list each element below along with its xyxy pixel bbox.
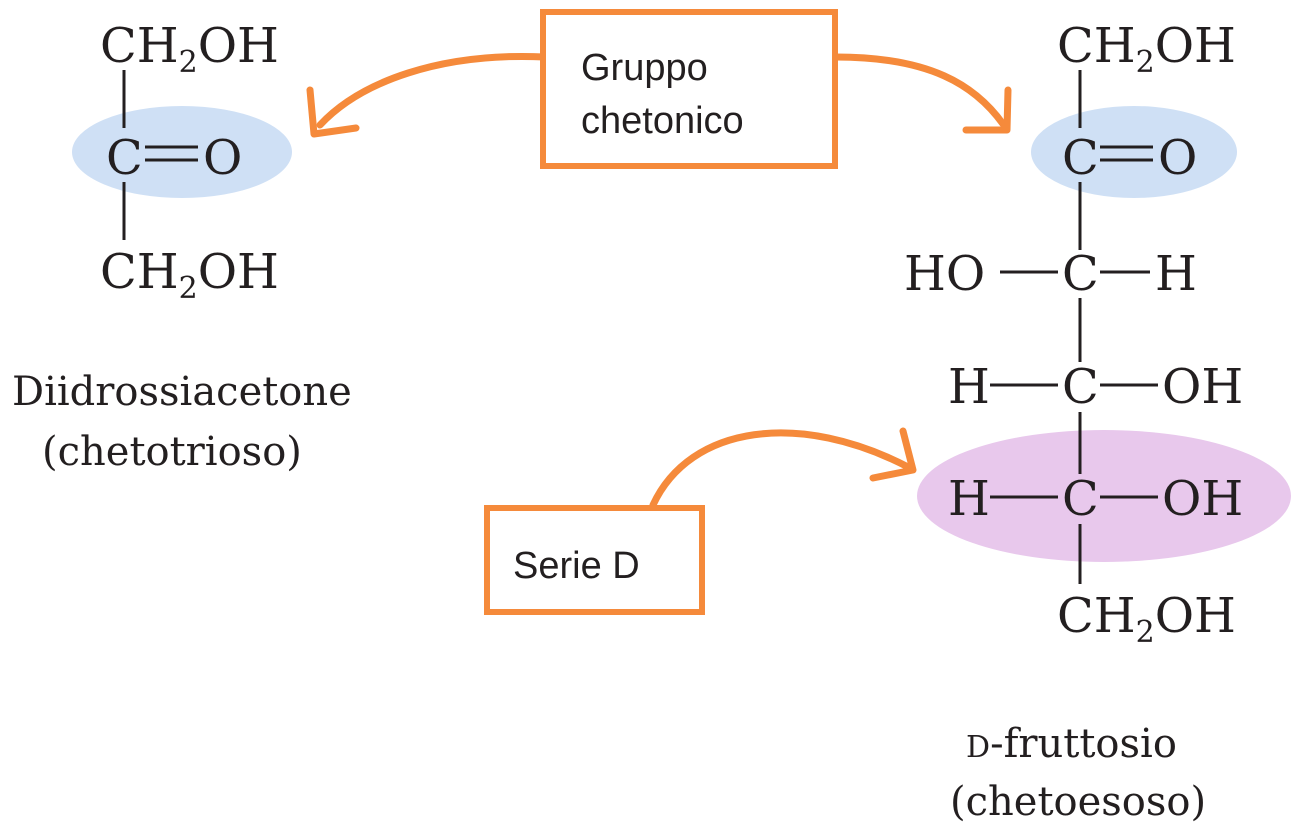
ketone-callout-line2: chetonico <box>581 100 744 142</box>
dha-carbonyl-oxygen: O <box>203 130 242 186</box>
arrow-head-left-ketone <box>306 86 360 138</box>
fructose-c5-left: H <box>948 471 990 527</box>
fructose-carbonyl-oxygen: O <box>1158 130 1197 186</box>
d-series-callout-label: Serie D <box>513 545 640 587</box>
fructose-c3-right: H <box>1155 246 1197 302</box>
fructose-bottom-group: CH2OH <box>1057 588 1236 650</box>
d-series-callout: Serie D <box>484 505 705 615</box>
dha-top-group: CH2OH <box>100 18 279 80</box>
dha-type: (chetotrioso) <box>42 429 302 475</box>
fructose-carbonyl-carbon: C <box>1062 130 1099 186</box>
ketone-callout-line1: Gruppo <box>581 47 708 89</box>
arrow-to-right-ketone <box>832 53 1007 128</box>
fructose-c3-carbon: C <box>1062 246 1099 302</box>
arrow-to-d-series <box>649 429 914 509</box>
fructose-c5-right: OH <box>1162 471 1243 527</box>
fructose-structure: CH2OH C O HO C H H C OH H C OH CH2OH <box>904 18 1243 650</box>
fructose-c5-carbon: C <box>1062 471 1099 527</box>
fructose-c4-left: H <box>948 359 990 415</box>
fructose-c4-right: OH <box>1162 359 1243 415</box>
fructose-name: D-fruttosio <box>966 721 1177 767</box>
fructose-type: (chetoesoso) <box>950 779 1206 825</box>
ketone-highlight-right <box>1031 106 1237 198</box>
ketone-group-callout: Gruppo chetonico <box>540 9 838 169</box>
fructose-c3-left: HO <box>904 246 985 302</box>
fructose-top-group: CH2OH <box>1057 18 1236 80</box>
dha-name: Diidrossiacetone <box>12 369 352 415</box>
arrow-head-right-ketone <box>962 86 1012 134</box>
dha-carbonyl-carbon: C <box>106 130 143 186</box>
fructose-c4-carbon: C <box>1062 359 1099 415</box>
ketone-highlight-left <box>72 106 292 198</box>
arrow-head-d-series <box>869 427 917 482</box>
dihydroxyacetone-structure: CH2OH C O CH2OH <box>100 18 279 306</box>
arrow-to-left-ketone <box>316 52 549 129</box>
dha-bottom-group: CH2OH <box>100 244 279 306</box>
